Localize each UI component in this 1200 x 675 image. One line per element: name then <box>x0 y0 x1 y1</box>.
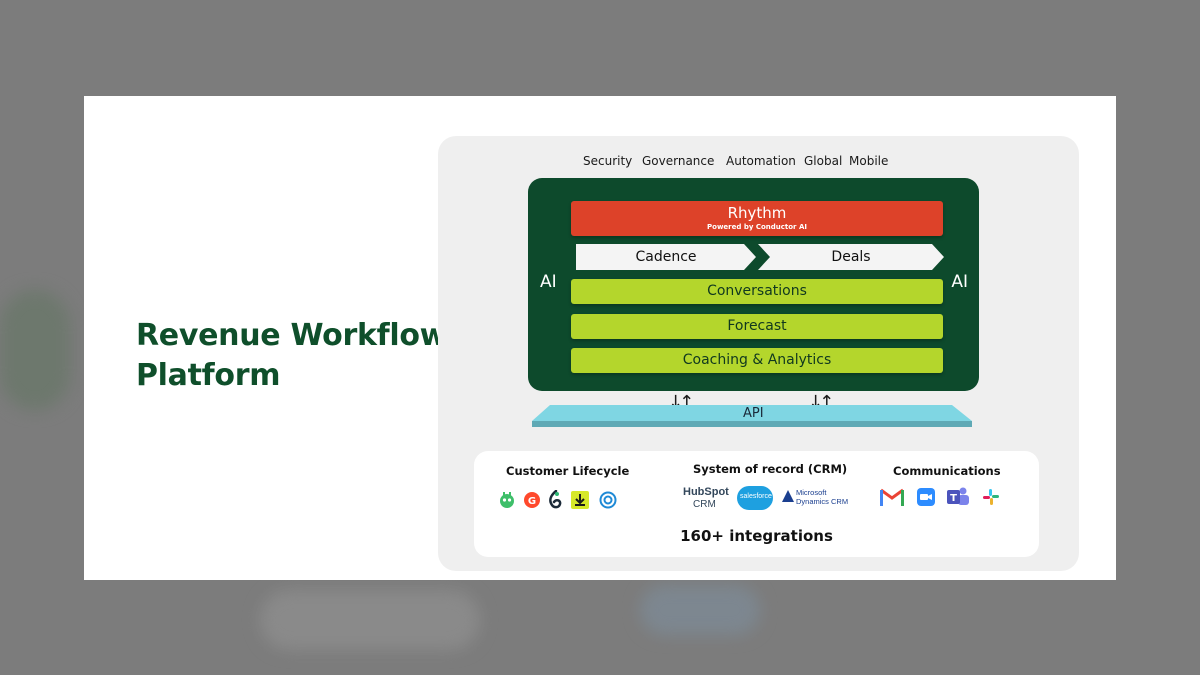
chevron-cadence: Cadence <box>576 244 756 270</box>
slack-icon <box>983 489 999 505</box>
group-crm: System of record (CRM) <box>693 462 848 476</box>
background-blur <box>0 290 70 410</box>
capability-governance: Governance <box>642 154 715 168</box>
g2-icon: G <box>524 492 540 508</box>
capabilities-row: Security Governance Automation Global Mo… <box>438 154 1079 170</box>
hubspot-wordmark: HubSpot <box>683 486 729 498</box>
api-label: API <box>743 406 764 421</box>
salesforce-wordmark: salesforce <box>740 493 772 500</box>
chevron-deals: Deals <box>758 244 944 270</box>
ai-label-left: AI <box>540 272 557 292</box>
hubspot-crm-logo: HubSpot CRM <box>683 486 729 516</box>
gong-icon <box>500 492 514 508</box>
integrations-panel: Customer Lifecycle System of record (CRM… <box>474 451 1039 557</box>
drift-icon <box>599 491 617 509</box>
layer-forecast: Forecast <box>571 314 943 339</box>
group-communications: Communications <box>893 464 1001 478</box>
microsoft-dynamics-crm-logo: Microsoft Dynamics CRM <box>782 488 852 510</box>
zoom-icon <box>917 488 935 506</box>
group-customer-lifecycle: Customer Lifecycle <box>506 464 630 478</box>
svg-text:G: G <box>528 496 536 507</box>
dynamics-icon <box>782 490 794 502</box>
capability-global: Global <box>804 154 843 168</box>
core-platform-box: AI AI Rhythm Powered by Conductor AI Cad… <box>528 178 979 391</box>
rhythm-title: Rhythm <box>727 204 787 222</box>
ms-wordmark-1: Microsoft <box>796 488 827 497</box>
rhythm-subtitle: Powered by Conductor AI <box>707 223 807 231</box>
background-blur <box>640 585 760 635</box>
capability-security: Security <box>583 154 633 168</box>
integrations-count: 160+ integrations <box>680 527 833 545</box>
chevron-deals-label: Deals <box>831 249 871 265</box>
api-platform-shape <box>532 405 972 427</box>
hubspot-crm-wordmark: CRM <box>693 499 716 510</box>
page-title: Revenue Workflow Platform <box>136 316 447 396</box>
background-blur <box>260 590 480 650</box>
download-icon <box>571 491 589 509</box>
slide-card: Revenue Workflow Platform Security Gover… <box>84 96 1116 580</box>
gmail-icon <box>880 488 904 506</box>
layer-conversations: Conversations <box>571 279 943 304</box>
capability-automation: Automation <box>726 154 796 168</box>
ms-wordmark-2: Dynamics CRM <box>796 497 849 506</box>
seismic-icon <box>549 490 562 509</box>
ai-label-right: AI <box>951 272 968 292</box>
title-line-2: Platform <box>136 358 281 393</box>
svg-text:T: T <box>950 493 957 504</box>
layer-coaching-analytics: Coaching & Analytics <box>571 348 943 373</box>
teams-icon: T <box>947 487 969 505</box>
platform-diagram: Security Governance Automation Global Mo… <box>438 136 1079 571</box>
capability-mobile: Mobile <box>849 154 889 168</box>
rhythm-layer: Rhythm Powered by Conductor AI <box>571 201 943 236</box>
title-line-1: Revenue Workflow <box>136 318 448 353</box>
salesforce-logo: salesforce <box>737 486 773 510</box>
chevron-cadence-label: Cadence <box>635 249 697 265</box>
